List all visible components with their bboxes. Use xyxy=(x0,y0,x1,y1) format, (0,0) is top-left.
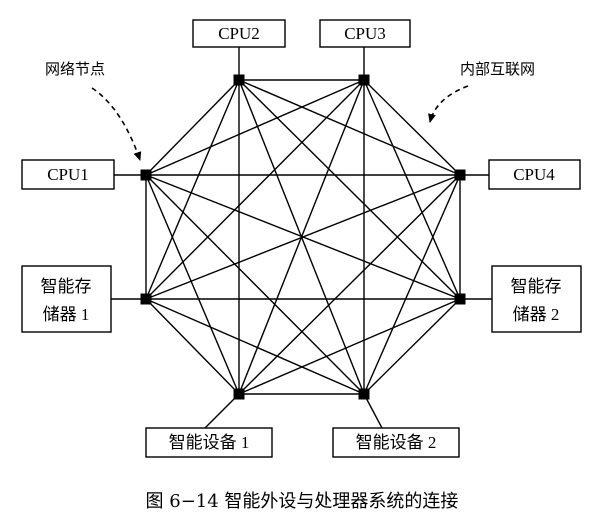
device-cpu2: CPU2 xyxy=(192,19,286,48)
smart-device-2-label: 智能设备 2 xyxy=(356,433,437,452)
link-storage2-device1 xyxy=(238,298,461,395)
node-storage1 xyxy=(140,293,152,305)
cpu2-label: CPU2 xyxy=(218,24,260,43)
link-device2-storage1 xyxy=(145,298,365,395)
link-storage2-cpu1 xyxy=(145,174,461,300)
device-cpu1: CPU1 xyxy=(21,159,115,190)
node-cpu3 xyxy=(358,74,370,86)
network-nodes xyxy=(140,74,466,400)
storage1-label-line1: 智能存 xyxy=(41,277,92,296)
device-cpu3: CPU3 xyxy=(319,19,411,48)
cpu1-label: CPU1 xyxy=(47,165,89,184)
cpu3-label: CPU3 xyxy=(344,24,386,43)
device-cpu4: CPU4 xyxy=(488,159,581,190)
link-cpu2-storage2 xyxy=(238,79,461,300)
link-cpu3-storage2 xyxy=(363,79,461,300)
network-node-arrow xyxy=(91,87,142,161)
storage1-label-line2: 储器 1 xyxy=(43,305,90,324)
device-smart1: 智能设备 1 xyxy=(145,427,273,458)
link-cpu2-cpu4 xyxy=(238,79,461,176)
link-cpu3-cpu1 xyxy=(145,79,365,176)
link-device1-cpu1 xyxy=(145,174,240,395)
internal-network-arrow xyxy=(428,85,469,123)
link-cpu3-storage1 xyxy=(145,79,365,300)
node-cpu1 xyxy=(140,169,152,181)
link-device2-cpu1 xyxy=(145,174,365,395)
link-device1-storage1 xyxy=(145,298,240,395)
device-storage1: 智能存 储器 1 xyxy=(21,265,112,333)
network-node-label: 网络节点 xyxy=(45,60,105,78)
connector-device1 xyxy=(204,393,240,429)
node-cpu2 xyxy=(233,74,245,86)
node-device1 xyxy=(233,388,245,400)
figure-caption: 图 6−14 智能外设与处理器系统的连接 xyxy=(146,491,459,512)
link-cpu2-cpu1 xyxy=(145,79,240,176)
device-storage2: 智能存 储器 2 xyxy=(491,265,582,333)
link-storage2-device2 xyxy=(363,298,461,395)
node-device2 xyxy=(358,388,370,400)
storage2-label-line2: 储器 2 xyxy=(513,305,560,324)
cpu4-label: CPU4 xyxy=(513,165,555,184)
node-storage2 xyxy=(454,293,466,305)
link-cpu2-storage1 xyxy=(145,79,240,300)
connector-device2 xyxy=(363,393,383,429)
link-cpu4-device2 xyxy=(363,174,461,395)
interconnect-mesh xyxy=(145,79,461,395)
device-smart2: 智能设备 2 xyxy=(332,427,460,458)
link-cpu3-cpu4 xyxy=(363,79,461,176)
storage2-label-line1: 智能存 xyxy=(511,277,562,296)
internal-network-label: 内部互联网 xyxy=(460,60,535,78)
link-cpu4-device1 xyxy=(238,174,461,395)
smart-device-1-label: 智能设备 1 xyxy=(169,433,250,452)
node-cpu4 xyxy=(454,169,466,181)
